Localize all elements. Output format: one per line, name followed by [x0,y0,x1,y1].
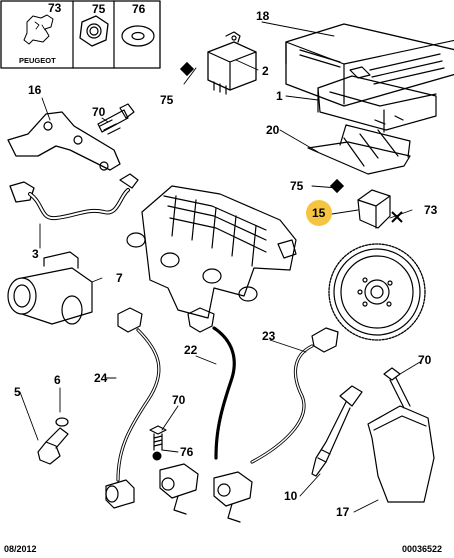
callout-3: 3 [32,247,39,261]
callout-18: 18 [256,9,270,23]
footer-reference: 00036522 [402,544,442,554]
callout-10: 10 [284,489,298,503]
peugeot-lion-logo [23,14,54,45]
marker-dot-76 [152,451,162,461]
throttle-body [7,251,93,325]
callout-23: 23 [262,329,276,343]
flywheel [328,243,426,341]
callout-2: 2 [262,64,269,78]
bolt [97,103,135,135]
legend-box [0,0,161,69]
callout-7: 7 [116,271,123,285]
sensor-cable-24 [105,307,161,509]
temp-sensor [37,417,69,465]
washer-icon [121,25,155,47]
ecu-tray [307,124,411,175]
callout-76: 76 [180,445,194,459]
callout-24: 24 [94,371,108,385]
sensor-cable-22 [159,307,236,515]
callout-1: 1 [276,89,283,103]
footer-date: 08/2012 [4,544,37,554]
highlight-circle [306,200,332,226]
vacuum-hose [9,173,139,221]
callout-73: 73 [424,203,438,217]
brand-name: PEUGEOT [19,56,56,65]
cross-marker-73 [391,211,403,223]
callout-20: 20 [266,123,280,137]
callout-6: 6 [54,373,61,387]
callout-75-top: 75 [160,93,174,107]
legend-label-76: 76 [132,2,146,16]
nut-icon [79,15,109,47]
injector [311,385,363,477]
callout-15: 15 [312,206,326,220]
position-sensor [357,189,391,229]
callout-22: 22 [184,343,198,357]
heat-shield [367,405,435,503]
marker-diamond-75b [329,178,345,194]
bolt-small [149,425,167,451]
callout-5: 5 [14,385,21,399]
callout-16: 16 [28,83,42,97]
callout-70-bottom: 70 [172,393,186,407]
sensor-cable-23 [213,327,339,523]
legend-label-75: 75 [92,2,106,16]
callout-17: 17 [336,505,350,519]
sensor-bracket [7,111,121,171]
relay [207,31,257,95]
legend-label-73: 73 [48,1,62,15]
callout-70-top: 70 [92,105,106,119]
callout-75-mid: 75 [290,179,304,193]
intake-manifold [126,185,297,319]
leader-lines [19,21,421,513]
bolt-long [383,367,411,409]
callout-70-right: 70 [418,353,432,367]
ecu-module [285,23,454,107]
